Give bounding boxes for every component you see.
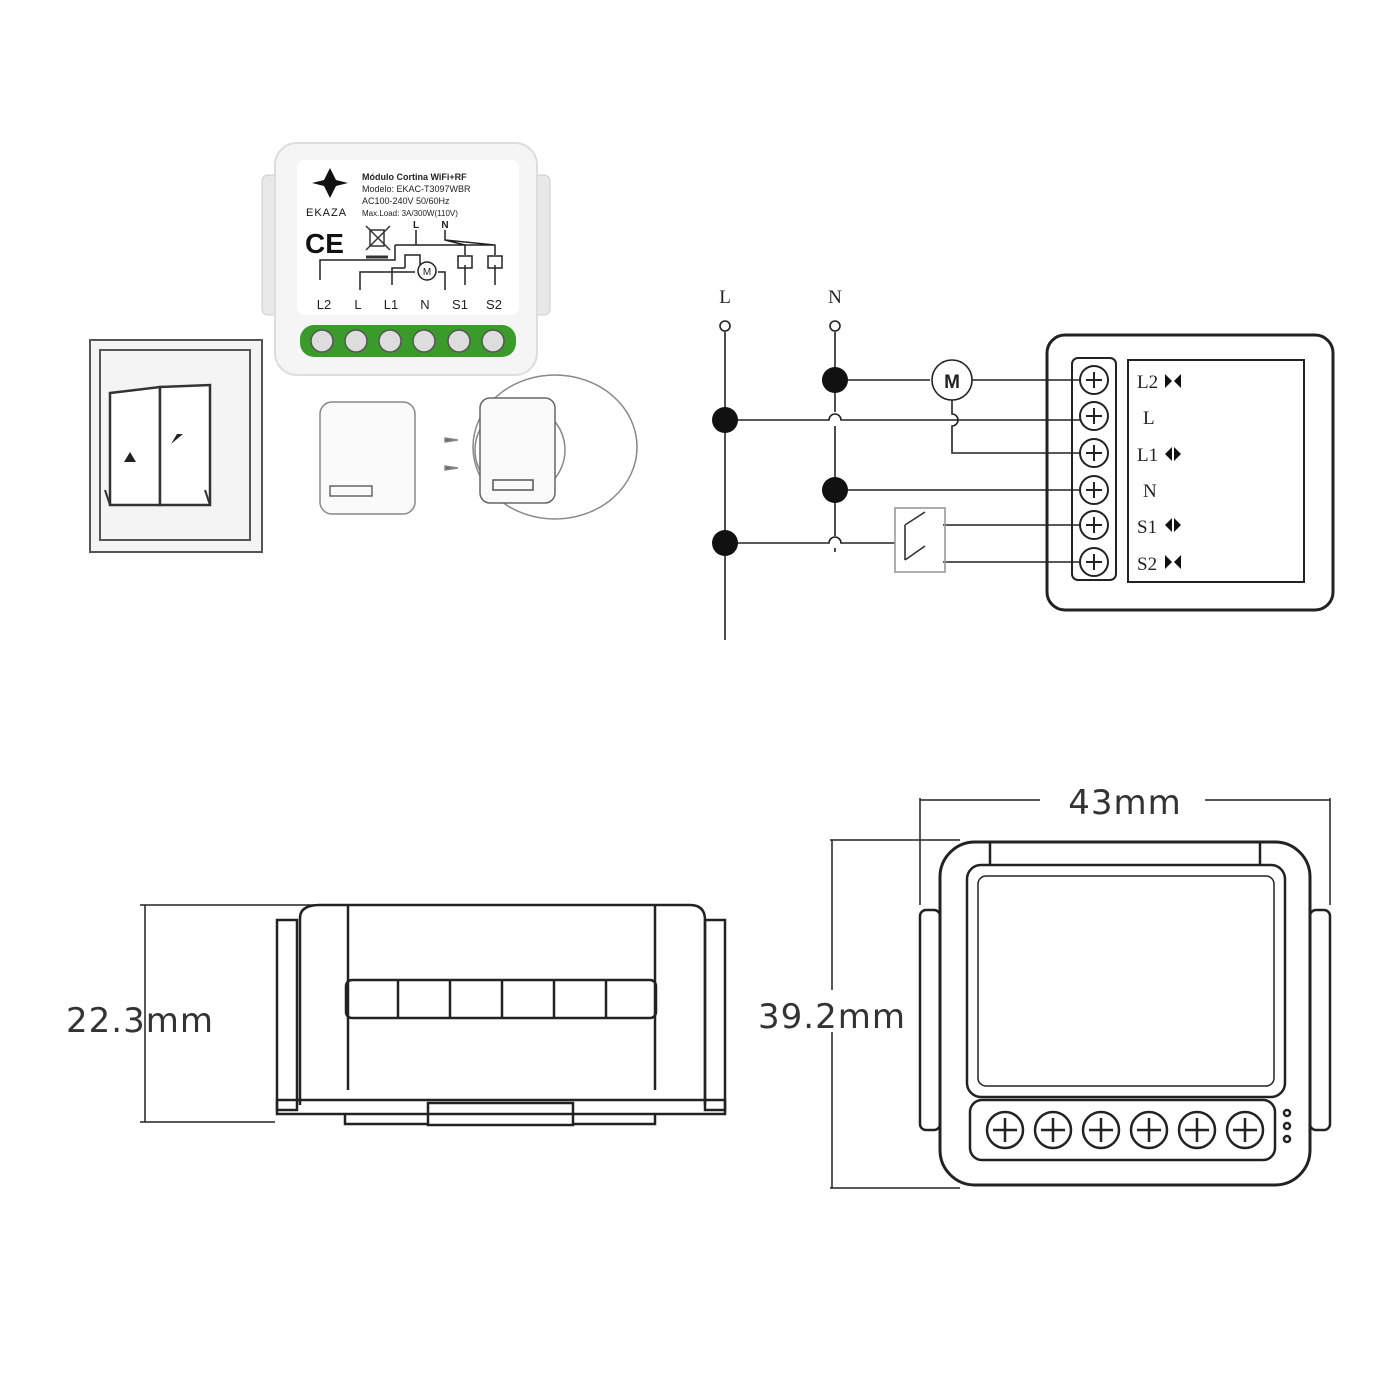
brand-logo (312, 168, 348, 198)
label-top-l: L (413, 220, 419, 231)
brand-name: EKAZA (306, 207, 347, 219)
terminal-l1: L1 (1137, 445, 1158, 466)
dimension-depth: 39.2mm (758, 997, 906, 1037)
label-title: Módulo Cortina WiFi+RF (362, 172, 467, 182)
side-view-drawing (140, 903, 727, 1127)
ce-mark: CE (305, 228, 344, 259)
label-terminal-n: N (420, 297, 429, 312)
wiring-diagram (712, 320, 1335, 640)
label-terminal-l1: L1 (384, 297, 398, 312)
label-terminal-l: L (354, 297, 361, 312)
wall-switch (89, 339, 263, 553)
down-arrow-icon (171, 434, 183, 444)
terminal-s2: S2 (1137, 554, 1157, 575)
dimension-height: 22.3mm (66, 1001, 214, 1041)
line-label-n: N (828, 287, 842, 308)
label-terminal-s1: S1 (452, 297, 468, 312)
label-motor: M (423, 267, 431, 278)
up-arrow-icon (124, 452, 136, 462)
motor-symbol (931, 359, 973, 401)
label-model: Modelo: EKAC-T3097WBR (362, 184, 471, 194)
weee-bin-icon (365, 225, 391, 259)
label-top-n: N (441, 220, 448, 231)
line-label-l: L (719, 287, 731, 308)
terminal-l2: L2 (1137, 372, 1158, 393)
front-view-drawing (830, 798, 1332, 1189)
label-max-load: Max.Load: 3A/300W(110V) (362, 209, 458, 218)
install-illustration (319, 374, 638, 520)
terminal-screws (310, 329, 505, 353)
terminal-l: L (1143, 408, 1155, 429)
module-product: EKAZA Módulo Cortina WiFi+RF Modelo: EKA… (261, 142, 551, 376)
label-terminal-l2: L2 (317, 297, 331, 312)
dimension-width: 43mm (1068, 783, 1182, 823)
motor-label: M (944, 372, 960, 393)
terminal-n: N (1143, 481, 1157, 502)
terminal-s1: S1 (1137, 517, 1157, 538)
label-power: AC100-240V 50/60Hz (362, 196, 450, 206)
direction-icons (1165, 374, 1181, 569)
label-terminal-s2: S2 (486, 297, 502, 312)
